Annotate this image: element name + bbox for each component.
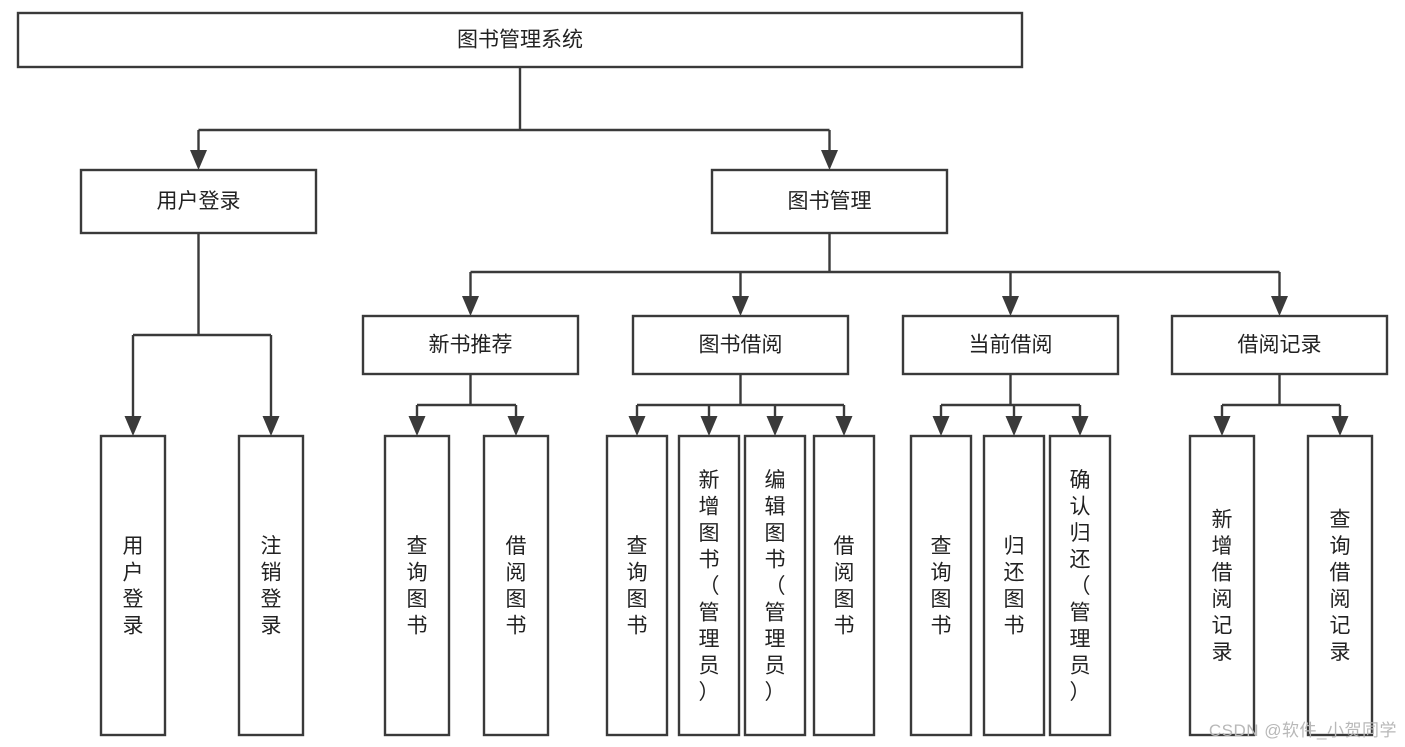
node-user-logout[interactable]: 注销登录 bbox=[237, 434, 305, 737]
node-label-user-login-do: 用户登录 bbox=[123, 535, 144, 638]
node-label-book-borrow: 图书借阅 bbox=[699, 334, 783, 357]
node-root[interactable]: 图书管理系统 bbox=[16, 11, 1024, 69]
node-nbr-borrow-book[interactable]: 借阅图书 bbox=[482, 434, 550, 737]
node-user-login[interactable]: 用户登录 bbox=[79, 168, 318, 235]
arrow-user-login bbox=[190, 150, 207, 170]
node-label-nbr-borrow-book: 借阅图书 bbox=[506, 535, 527, 638]
node-br-query-record[interactable]: 查询借阅记录 bbox=[1306, 434, 1374, 737]
arrow-nbr-query-book bbox=[408, 416, 426, 436]
arrow-bb-query-book bbox=[628, 416, 646, 436]
node-label-current-borrow: 当前借阅 bbox=[969, 334, 1053, 357]
node-label-cb-confirm-return: 确认归还（管理员） bbox=[1070, 469, 1091, 704]
node-label-borrow-records: 借阅记录 bbox=[1238, 334, 1322, 357]
node-bb-borrow-book[interactable]: 借阅图书 bbox=[812, 434, 876, 737]
arrow-book-borrow bbox=[732, 296, 749, 316]
arrow-nbr-borrow-book bbox=[507, 416, 525, 436]
node-label-user-login: 用户登录 bbox=[157, 190, 241, 213]
arrow-bb-add-book bbox=[700, 416, 718, 436]
node-box-borrow-records[interactable] bbox=[1170, 314, 1389, 376]
node-box-bb-borrow-book[interactable] bbox=[812, 434, 876, 737]
node-box-cb-return-book[interactable] bbox=[982, 434, 1046, 737]
node-br-add-record[interactable]: 新增借阅记录 bbox=[1188, 434, 1256, 737]
node-box-br-add-record[interactable] bbox=[1188, 434, 1256, 737]
node-box-cb-query-book[interactable] bbox=[909, 434, 973, 737]
node-cb-return-book[interactable]: 归还图书 bbox=[982, 434, 1046, 737]
node-label-bb-edit-book: 编辑图书（管理员） bbox=[765, 469, 786, 704]
node-label-bb-add-book: 新增图书（管理员） bbox=[699, 469, 720, 704]
node-layer: 图书管理系统用户登录用户登录注销登录图书管理新书推荐查询图书借阅图书图书借阅查询… bbox=[16, 11, 1389, 737]
node-label-root: 图书管理系统 bbox=[457, 29, 583, 52]
node-box-current-borrow[interactable] bbox=[901, 314, 1120, 376]
node-cb-query-book[interactable]: 查询图书 bbox=[909, 434, 973, 737]
arrow-user-logout bbox=[262, 416, 280, 436]
node-label-br-query-record: 查询借阅记录 bbox=[1330, 509, 1351, 665]
arrow-book-manage bbox=[821, 150, 838, 170]
node-book-borrow[interactable]: 图书借阅 bbox=[631, 314, 850, 376]
node-box-book-manage[interactable] bbox=[710, 168, 949, 235]
connector-layer bbox=[124, 67, 1349, 436]
node-label-book-manage: 图书管理 bbox=[788, 190, 872, 213]
node-box-user-login[interactable] bbox=[79, 168, 318, 235]
node-cb-confirm-return[interactable]: 确认归还（管理员） bbox=[1048, 434, 1112, 737]
node-box-nbr-query-book[interactable] bbox=[383, 434, 451, 737]
node-box-br-query-record[interactable] bbox=[1306, 434, 1374, 737]
arrow-cb-return-book bbox=[1005, 416, 1023, 436]
arrow-br-add-record bbox=[1213, 416, 1231, 436]
node-bb-query-book[interactable]: 查询图书 bbox=[605, 434, 669, 737]
node-label-br-add-record: 新增借阅记录 bbox=[1212, 509, 1233, 665]
node-box-new-book-rec[interactable] bbox=[361, 314, 580, 376]
arrow-bb-edit-book bbox=[766, 416, 784, 436]
arrow-current-borrow bbox=[1002, 296, 1019, 316]
node-label-nbr-query-book: 查询图书 bbox=[407, 535, 428, 638]
node-label-cb-return-book: 归还图书 bbox=[1004, 535, 1025, 638]
node-box-nbr-borrow-book[interactable] bbox=[482, 434, 550, 737]
node-bb-add-book[interactable]: 新增图书（管理员） bbox=[677, 434, 741, 737]
node-box-bb-query-book[interactable] bbox=[605, 434, 669, 737]
node-box-cb-confirm-return[interactable] bbox=[1048, 434, 1112, 737]
csdn-watermark: CSDN @软件_小贺同学 bbox=[1208, 721, 1397, 740]
arrow-bb-borrow-book bbox=[835, 416, 853, 436]
arrow-new-book-rec bbox=[462, 296, 479, 316]
arrow-cb-query-book bbox=[932, 416, 950, 436]
node-bb-edit-book[interactable]: 编辑图书（管理员） bbox=[743, 434, 807, 737]
arrow-user-login-do bbox=[124, 416, 142, 436]
node-box-user-login-do[interactable] bbox=[99, 434, 167, 737]
node-box-bb-add-book[interactable] bbox=[677, 434, 741, 737]
node-nbr-query-book[interactable]: 查询图书 bbox=[383, 434, 451, 737]
node-label-user-logout: 注销登录 bbox=[261, 535, 282, 638]
node-book-manage[interactable]: 图书管理 bbox=[710, 168, 949, 235]
arrow-cb-confirm-return bbox=[1071, 416, 1089, 436]
node-borrow-records[interactable]: 借阅记录 bbox=[1170, 314, 1389, 376]
node-box-bb-edit-book[interactable] bbox=[743, 434, 807, 737]
node-box-book-borrow[interactable] bbox=[631, 314, 850, 376]
node-label-bb-borrow-book: 借阅图书 bbox=[834, 535, 855, 638]
node-label-cb-query-book: 查询图书 bbox=[931, 535, 952, 638]
node-label-bb-query-book: 查询图书 bbox=[627, 535, 648, 638]
node-user-login-do[interactable]: 用户登录 bbox=[99, 434, 167, 737]
node-box-user-logout[interactable] bbox=[237, 434, 305, 737]
node-current-borrow[interactable]: 当前借阅 bbox=[901, 314, 1120, 376]
node-box-root[interactable] bbox=[16, 11, 1024, 69]
arrow-br-query-record bbox=[1331, 416, 1349, 436]
node-new-book-rec[interactable]: 新书推荐 bbox=[361, 314, 580, 376]
node-label-new-book-rec: 新书推荐 bbox=[429, 334, 513, 357]
arrow-borrow-records bbox=[1271, 296, 1288, 316]
